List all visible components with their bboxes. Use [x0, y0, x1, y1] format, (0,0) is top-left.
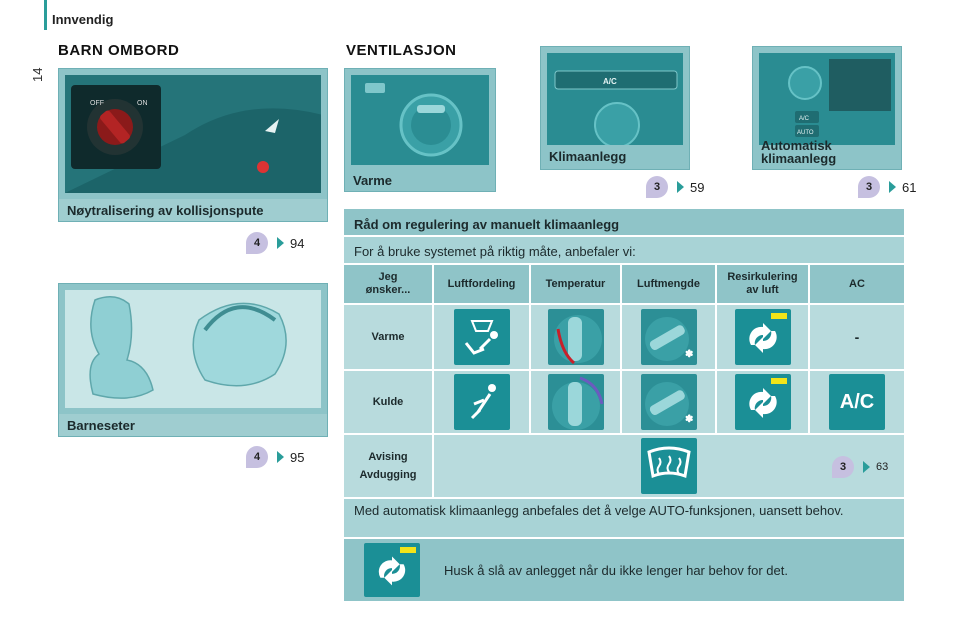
- ventilation-title: VENTILASJON: [346, 42, 457, 59]
- recirculation-icon: [734, 374, 791, 430]
- heating-knob-illustration: [351, 75, 489, 165]
- auto-ac-page-ref[interactable]: 3 61: [858, 176, 916, 198]
- auto-ac-photo-ac-text: A/C: [799, 116, 810, 122]
- recirculation-icon: [364, 543, 420, 597]
- child-seats-photo: [65, 290, 321, 408]
- heating-panel: Varme: [344, 68, 496, 192]
- airbag-switch-illustration: OFF ON: [65, 75, 321, 193]
- chapter-badge: 4: [246, 446, 268, 468]
- chapter-badge: 3: [832, 456, 854, 478]
- svg-text:✽: ✽: [685, 414, 693, 425]
- airbag-panel-label: Nøytralisering av kollisjonspute: [67, 203, 264, 218]
- header-accent-bar: [44, 0, 47, 30]
- reminder-text: Husk å slå av anlegget når du ikke lenge…: [444, 563, 788, 578]
- heating-panel-label: Varme: [353, 173, 393, 188]
- section-header: Innvendig: [52, 12, 114, 27]
- chapter-badge: 4: [246, 232, 268, 254]
- reminder-row: Husk å slå av anlegget når du ikke lenge…: [344, 539, 904, 601]
- auto-ac-panel: A/C AUTO Automatisk klimaanlegg: [752, 46, 902, 170]
- air-to-face-icon: [453, 374, 510, 430]
- arrow-right-icon: [863, 461, 870, 473]
- auto-note: Med automatisk klimaanlegg anbefales det…: [354, 503, 844, 518]
- ac-control-photo: A/C: [547, 53, 683, 145]
- airbag-page-ref[interactable]: 4 94: [246, 232, 304, 254]
- airbag-panel: OFF ON Nøytralisering av kollisjonspute: [58, 68, 328, 222]
- airbag-on-label: ON: [137, 100, 148, 107]
- airbag-switch-photo: OFF ON: [65, 75, 321, 193]
- ac-photo-button-text: A/C: [603, 77, 617, 86]
- arrow-right-icon: [277, 237, 284, 249]
- child-seats-illustration: [65, 290, 321, 408]
- heating-control-photo: [351, 75, 489, 165]
- airbag-off-label: OFF: [90, 100, 104, 107]
- table-intro-row: For å bruke systemet på riktig måte, anb…: [344, 237, 904, 265]
- header-flow: Luftmengde: [622, 265, 717, 303]
- fan-speed-knob-icon: ✽: [640, 374, 697, 430]
- auto-ac-panel-label: Automatisk klimaanlegg: [761, 138, 837, 166]
- header-distribution: Luftfordeling: [434, 265, 531, 303]
- chapter-badge: 3: [858, 176, 880, 198]
- recirculation-icon: [734, 309, 791, 365]
- header-ac: AC: [849, 277, 865, 290]
- ref-page-number: 63: [876, 461, 889, 473]
- arrow-right-icon: [277, 451, 284, 463]
- ac-page-ref[interactable]: 3 59: [646, 176, 704, 198]
- defrost-page-ref[interactable]: 3 63: [832, 456, 888, 478]
- child-seats-label: Barneseter: [67, 418, 135, 433]
- chapter-badge: 3: [646, 176, 668, 198]
- ref-page-number: 95: [290, 449, 305, 465]
- ac-control-illustration: A/C: [547, 53, 683, 145]
- windscreen-defrost-icon: [641, 438, 697, 494]
- auto-ac-control-photo: A/C AUTO: [759, 53, 895, 145]
- table-title-row: Råd om regulering av manuelt klimaanlegg: [344, 209, 904, 237]
- ref-page-number: 94: [290, 235, 305, 251]
- fan-speed-knob-icon: ✽: [640, 309, 697, 365]
- row-label-cool: Kulde: [344, 371, 434, 433]
- air-to-feet-windscreen-icon: [453, 309, 510, 365]
- ac-panel-label: Klimaanlegg: [549, 149, 627, 164]
- row-label-heat: Varme: [344, 305, 434, 369]
- temperature-knob-cold-icon: [547, 374, 604, 430]
- ac-off-dash: -: [854, 328, 860, 345]
- svg-text:✽: ✽: [685, 349, 693, 360]
- table-row: Varme ✽ -: [344, 305, 904, 371]
- arrow-right-icon: [677, 181, 684, 193]
- arrow-right-icon: [889, 181, 896, 193]
- auto-note-row: Med automatisk klimaanlegg anbefales det…: [344, 499, 904, 539]
- auto-ac-control-illustration: A/C AUTO: [759, 53, 895, 145]
- ac-button-icon: A/C: [829, 374, 885, 430]
- ac-panel: A/C Klimaanlegg: [540, 46, 690, 170]
- temperature-knob-hot-icon: [547, 309, 604, 365]
- ref-page-number: 61: [902, 179, 917, 195]
- table-title: Råd om regulering av manuelt klimaanlegg: [354, 217, 620, 232]
- ref-page-number: 59: [690, 179, 705, 195]
- child-seats-page-ref[interactable]: 4 95: [246, 446, 304, 468]
- page-number: 14: [30, 67, 45, 82]
- table-row: Kulde ✽ A/C: [344, 371, 904, 435]
- header-temperature: Temperatur: [531, 265, 622, 303]
- auto-ac-photo-auto-text: AUTO: [797, 130, 814, 136]
- child-seats-panel: Barneseter: [58, 283, 328, 437]
- child-onboard-title: BARN OMBORD: [58, 42, 180, 59]
- climate-advice-table: Råd om regulering av manuelt klimaanlegg…: [344, 209, 904, 601]
- table-intro: For å bruke systemet på riktig måte, anb…: [354, 244, 636, 259]
